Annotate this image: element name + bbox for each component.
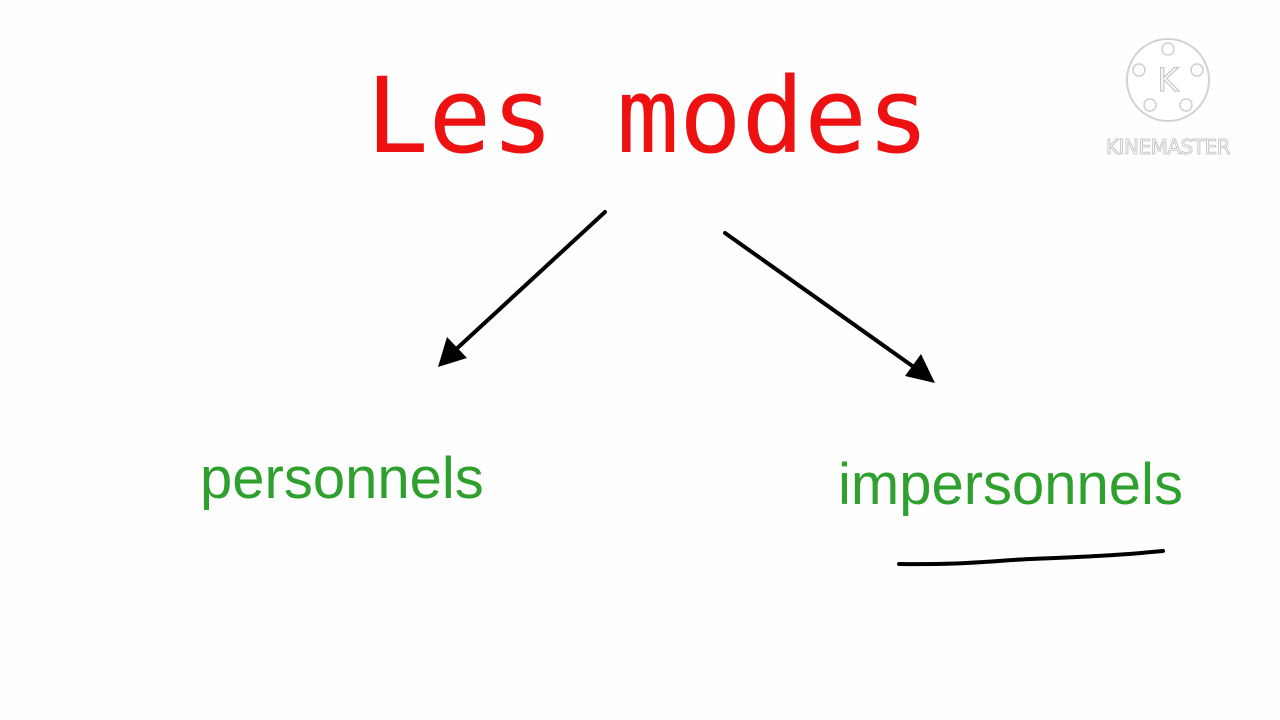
- arrowhead-left: [438, 337, 467, 367]
- arrowhead-right: [905, 354, 935, 383]
- arrow-to-personnels: [450, 210, 607, 355]
- arrow-to-impersonnels: [723, 231, 920, 372]
- underline-impersonnels: [897, 549, 1165, 567]
- kinemaster-watermark: K KINEMASTER: [1090, 36, 1246, 166]
- branch-personnels: personnels: [200, 446, 484, 511]
- kinemaster-logo-letter: K: [1158, 61, 1180, 99]
- kinemaster-wordmark: KINEMASTER: [1106, 135, 1232, 160]
- diagram-title: Les modes: [366, 55, 930, 177]
- branch-impersonnels: impersonnels: [838, 452, 1183, 517]
- kinemaster-logo-icon: K: [1126, 38, 1210, 122]
